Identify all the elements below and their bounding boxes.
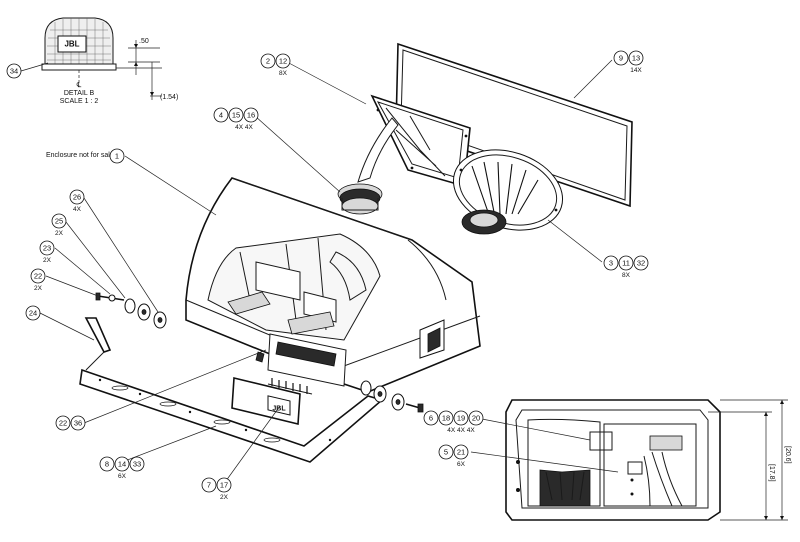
svg-text:5: 5 — [444, 448, 448, 457]
svg-text:18: 18 — [442, 414, 450, 423]
detail-b-title: DETAIL B — [64, 90, 95, 97]
detail-b-centerline: ℄ — [76, 82, 82, 89]
callout-9-13: 9 13 14X — [613, 50, 644, 74]
detail-b-dim-side: (1.54) — [160, 94, 178, 101]
back-view-dim-inner: [17.8] — [768, 464, 775, 482]
svg-text:3: 3 — [609, 259, 613, 268]
svg-text:2X: 2X — [220, 494, 229, 501]
callout-22: 22 2X — [30, 268, 46, 292]
svg-text:26: 26 — [73, 193, 81, 202]
callout-3-11-32: 3 11 32 8X — [603, 255, 649, 279]
enclosure-note: Enclosure not for sale — [46, 152, 114, 159]
detail-b-badge — [57, 35, 87, 53]
svg-text:24: 24 — [29, 309, 37, 318]
svg-text:8X: 8X — [279, 70, 288, 77]
callout-2-12: 2 12 8X — [260, 53, 291, 77]
grille-panel — [395, 42, 633, 208]
callout-25: 25 2X — [51, 213, 67, 237]
woofer-driver — [452, 149, 564, 235]
svg-text:6X: 6X — [118, 473, 127, 480]
callout-5-21: 5 21 6X — [438, 444, 469, 468]
back-view: [20.6] [17.8] — [505, 399, 791, 521]
detail-b-dim-top: .50 — [139, 38, 149, 45]
svg-text:22: 22 — [34, 272, 42, 281]
svg-text:15: 15 — [232, 111, 240, 120]
svg-text:2X: 2X — [55, 230, 64, 237]
svg-text:19: 19 — [457, 414, 465, 423]
detail-b-scale: SCALE 1 : 2 — [60, 98, 99, 105]
left-hardware-set — [95, 292, 265, 363]
callout-7-17: 7 17 2X — [201, 477, 232, 501]
callout-4-15-16: 4 15 16 4X 4X — [213, 107, 259, 131]
svg-text:4: 4 — [219, 111, 223, 120]
svg-text:17: 17 — [220, 481, 228, 490]
callout-34-bubble — [6, 63, 22, 79]
svg-text:8: 8 — [105, 460, 109, 469]
svg-text:8X: 8X — [622, 272, 631, 279]
compression-driver — [337, 183, 383, 215]
svg-text:25: 25 — [55, 217, 63, 226]
leader-lines — [39, 59, 619, 486]
back-view-dim-height: [20.6] — [784, 446, 791, 464]
callout-6-18-19-20: 6 18 19 20 4X 4X 4X — [423, 410, 484, 434]
svg-text:2: 2 — [266, 57, 270, 66]
input-panel-plate: JBL — [231, 376, 313, 426]
svg-text:9: 9 — [619, 54, 623, 63]
svg-text:4X 4X: 4X 4X — [235, 124, 253, 131]
right-hardware-set — [360, 380, 424, 413]
svg-text:4X 4X 4X: 4X 4X 4X — [447, 427, 475, 434]
svg-text:16: 16 — [247, 111, 255, 120]
svg-text:6: 6 — [429, 414, 433, 423]
horn-assembly — [357, 94, 471, 188]
detail-b-view: JBL ℄ DETAIL B SCALE 1 : 2 .50 (1.54) 34 — [6, 17, 178, 105]
svg-text:36: 36 — [74, 419, 82, 428]
svg-text:1: 1 — [115, 152, 119, 161]
svg-text:7: 7 — [207, 481, 211, 490]
svg-text:11: 11 — [622, 259, 630, 268]
svg-text:2X: 2X — [43, 257, 52, 264]
callout-1: 1 — [109, 148, 125, 164]
svg-text:6X: 6X — [457, 461, 466, 468]
callout-24: 24 — [25, 305, 41, 321]
callout-22-36: 22 36 — [55, 415, 86, 431]
svg-text:20: 20 — [472, 414, 480, 423]
svg-text:23: 23 — [43, 244, 51, 253]
svg-text:33: 33 — [133, 460, 141, 469]
svg-text:14: 14 — [118, 460, 126, 469]
svg-text:14X: 14X — [630, 67, 642, 74]
enclosure-body — [185, 177, 481, 393]
svg-text:32: 32 — [637, 259, 645, 268]
svg-text:22: 22 — [59, 419, 67, 428]
svg-text:2X: 2X — [34, 285, 43, 292]
input-panel-logo: JBL — [272, 406, 286, 413]
callout-34-label: 34 — [10, 67, 18, 76]
svg-text:13: 13 — [632, 54, 640, 63]
svg-text:4X: 4X — [73, 206, 82, 213]
callout-8-14-33: 8 14 33 6X — [99, 456, 145, 480]
callout-23: 23 2X — [39, 240, 55, 264]
svg-text:21: 21 — [457, 448, 465, 457]
svg-text:12: 12 — [279, 57, 287, 66]
detail-b-logo: JBL — [64, 40, 79, 49]
callout-26: 26 4X — [69, 189, 85, 213]
